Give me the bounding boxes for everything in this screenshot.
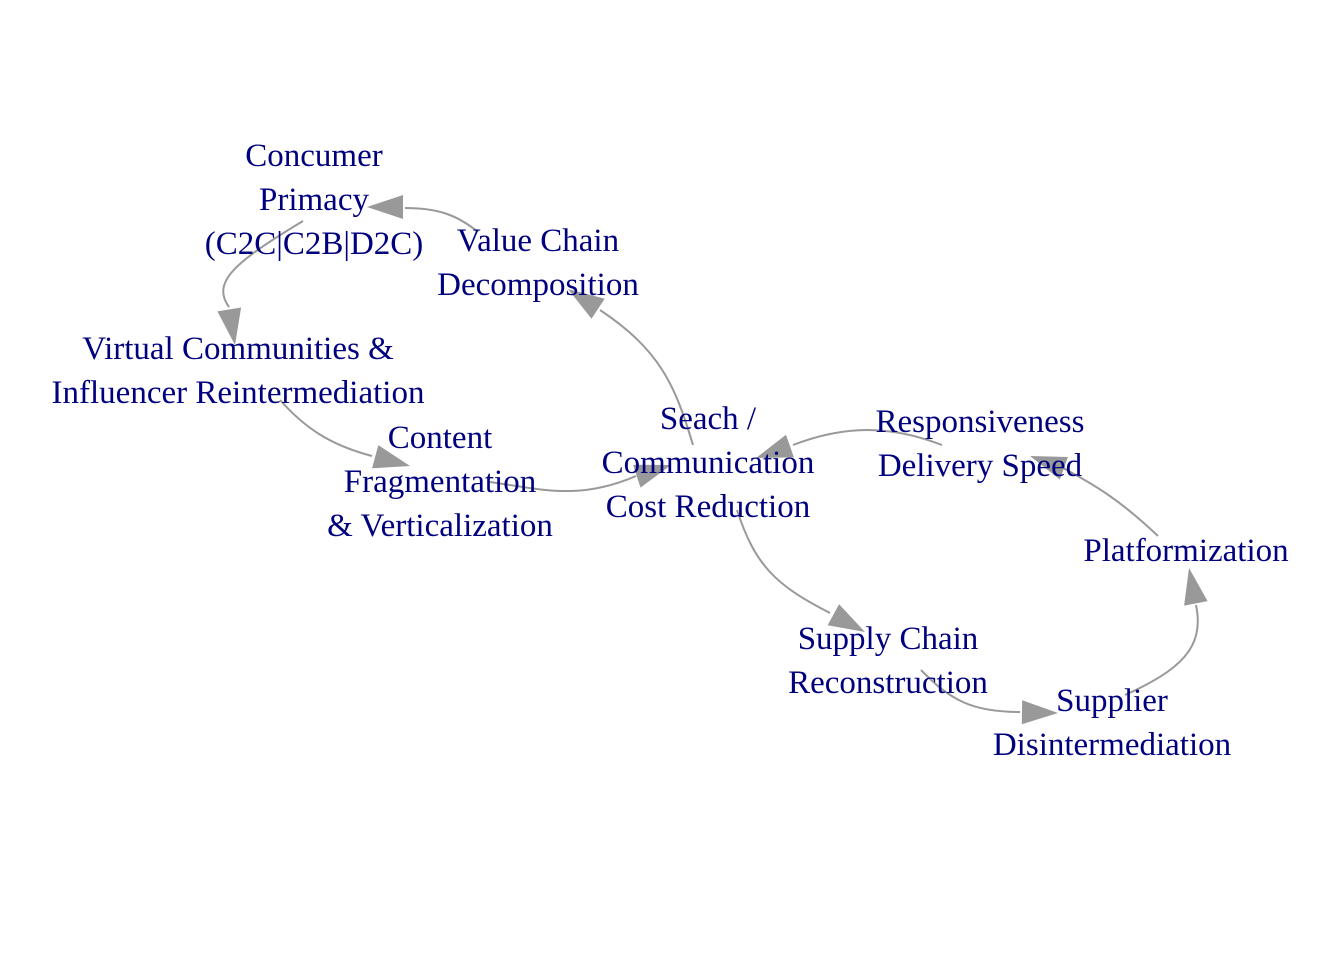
edge-search-cost-reduction-to-supply-chain-reconstruction	[736, 509, 865, 632]
node-search-cost-reduction: Seach / Communication Cost Reduction	[602, 397, 815, 529]
arrowhead-icon	[1021, 700, 1058, 725]
node-label-line: (C2C|C2B|D2C)	[204, 226, 424, 262]
node-supply-chain-reconstruction: Supply Chain Reconstruction	[788, 617, 988, 705]
arrowhead-icon	[568, 289, 605, 319]
edge-supplier-disintermediation-to-platformization	[1124, 568, 1208, 696]
edge-line	[792, 429, 943, 446]
node-consumer-primacy: Concumer Primacy (C2C|C2B|D2C)	[205, 134, 424, 266]
node-label-line: Supply Chain	[797, 621, 979, 657]
node-label-line: Value Chain	[456, 223, 620, 259]
arrowhead-icon	[756, 434, 794, 458]
arrowhead-icon	[633, 464, 671, 488]
node-responsiveness: Responsiveness Delivery Speed	[876, 400, 1085, 488]
edge-value-chain-decomposition-to-consumer-primacy	[367, 195, 479, 233]
edge-platformization-to-responsiveness	[1030, 456, 1159, 537]
arrowhead-icon	[367, 195, 403, 219]
edge-line	[279, 399, 373, 457]
node-label-line: Supplier	[1056, 683, 1168, 719]
edge-line	[404, 207, 479, 233]
node-label-line: Communication	[601, 445, 815, 481]
edge-line	[1062, 467, 1159, 537]
node-label-line: & Verticalization	[327, 508, 553, 544]
edge-line	[599, 309, 694, 446]
node-platformization: Platformization	[1083, 529, 1288, 573]
edge-line	[736, 509, 831, 614]
node-label-line: Cost Reduction	[605, 489, 811, 525]
node-virtual-communities: Virtual Communities & Influencer Reinter…	[52, 327, 425, 415]
edge-line	[489, 475, 637, 493]
node-label-line: Concumer	[245, 138, 383, 174]
edge-line	[222, 220, 304, 308]
node-value-chain-decomposition: Value Chain Decomposition	[437, 219, 639, 307]
node-label-line: Reconstruction	[788, 665, 988, 701]
node-label-line: Seach /	[659, 401, 757, 437]
arrowhead-icon	[1030, 456, 1068, 480]
edge-supply-chain-reconstruction-to-supplier-disintermediation	[920, 669, 1058, 725]
arrowhead-icon	[1184, 568, 1208, 606]
node-label-line: Primacy	[259, 182, 369, 218]
node-label-line: Fragmentation	[343, 464, 537, 500]
node-label-line: Decomposition	[437, 267, 639, 303]
node-label-line: Influencer Reintermediation	[51, 375, 425, 411]
node-label-line: Virtual Communities &	[82, 331, 394, 367]
edge-consumer-primacy-to-virtual-communities	[217, 220, 304, 345]
node-supplier-disintermediation: Supplier Disintermediation	[993, 679, 1231, 767]
node-label-line: Disintermediation	[992, 727, 1232, 763]
node-content-fragmentation: Content Fragmentation & Verticalization	[327, 416, 553, 548]
edge-search-cost-reduction-to-value-chain-decomposition	[568, 289, 694, 446]
edge-content-fragmentation-to-search-cost-reduction	[489, 464, 671, 493]
arrowhead-icon	[217, 307, 242, 345]
node-label-line: Responsiveness	[875, 404, 1085, 440]
edge-line	[1124, 604, 1199, 696]
node-label-line: Platformization	[1083, 533, 1289, 569]
arrowhead-icon	[372, 445, 410, 469]
node-label-line: Delivery Speed	[877, 448, 1083, 484]
arrowhead-icon	[827, 604, 865, 632]
edge-responsiveness-to-search-cost-reduction	[756, 429, 943, 458]
node-label-line: Content	[387, 420, 493, 456]
edge-line	[920, 669, 1021, 713]
edge-virtual-communities-to-content-fragmentation	[279, 399, 410, 469]
